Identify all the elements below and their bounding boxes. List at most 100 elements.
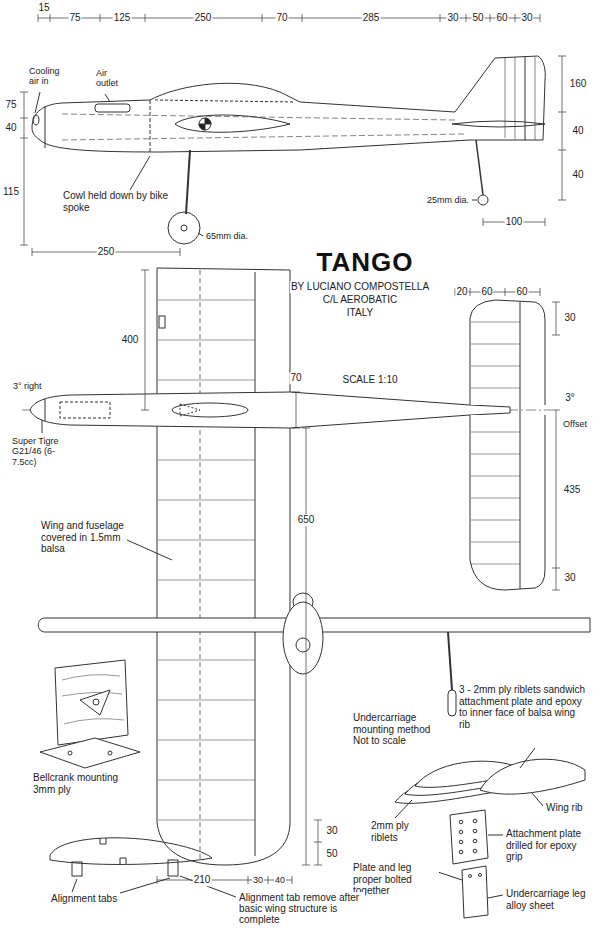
leader	[130, 156, 150, 190]
wheel-front	[448, 690, 456, 716]
dimension	[558, 56, 566, 200]
air-outlet	[95, 104, 130, 112]
fuselage-front	[283, 602, 323, 674]
dimension-tick	[145, 14, 146, 22]
attachment-plate	[450, 810, 488, 864]
dimension-tick	[552, 335, 560, 336]
plan-view	[22, 268, 552, 865]
note: Alignment tab remove after basic wing st…	[238, 892, 365, 925]
spar	[200, 270, 201, 862]
bellcrank-detail	[40, 660, 140, 768]
wing-rib-line	[158, 660, 255, 661]
leader	[520, 748, 535, 768]
wing-plan	[157, 268, 290, 865]
dimension-label: ITALY	[346, 307, 374, 319]
plate-hole	[459, 840, 463, 844]
stab-rib-line	[471, 476, 520, 477]
dimension-label: C/L AEROBATIC	[322, 294, 398, 306]
dimension-tick	[540, 288, 541, 296]
cg-mark	[199, 118, 211, 130]
dimension-tick	[32, 248, 33, 256]
dimension-line	[24, 92, 25, 245]
dimension-tick	[302, 14, 303, 22]
leader	[198, 233, 203, 236]
fuselage-plan	[30, 392, 510, 428]
stab-section	[452, 121, 545, 127]
ply-board	[55, 660, 128, 745]
dimension-tick	[20, 118, 28, 119]
dimension-label: 250	[194, 12, 213, 24]
plate-hole	[473, 819, 477, 823]
air-intake	[33, 115, 39, 125]
plate-hole	[473, 849, 477, 853]
flap-hinge	[255, 272, 256, 856]
note: Undercarriage mounting method Not to sca…	[352, 712, 446, 747]
note: Cowl held down by bike spoke	[62, 190, 174, 213]
rudder-hinge	[525, 57, 526, 140]
tailplane	[470, 300, 545, 590]
engine	[60, 402, 110, 418]
dimension-label: 100	[505, 216, 524, 228]
alignment-tab	[168, 860, 178, 876]
dimension-label: 60	[480, 286, 493, 298]
dimension-label: 115	[2, 186, 20, 198]
bolt	[479, 874, 482, 877]
dimension	[292, 392, 300, 428]
dimension-tick	[558, 112, 566, 113]
hole	[108, 751, 112, 755]
dimension-label: 65mm dia.	[205, 231, 249, 241]
fin-rib	[535, 57, 536, 140]
bolt	[469, 875, 472, 878]
dimension-tick	[470, 288, 471, 296]
leader	[105, 94, 110, 102]
dimension-tick	[50, 14, 51, 22]
dimension-tick	[141, 270, 149, 271]
leg-sheet	[462, 866, 488, 918]
leader	[127, 540, 172, 560]
dimension-tick	[180, 248, 181, 256]
wing-rib-line	[158, 740, 255, 741]
longeron	[62, 134, 465, 140]
dimension-tick	[302, 865, 310, 866]
stab-top	[470, 300, 545, 405]
dimension-label: 250	[97, 246, 116, 258]
plate-hole	[459, 830, 463, 834]
pivot	[93, 699, 99, 705]
dimension-label: 70	[289, 372, 302, 384]
wheel-hub	[181, 225, 187, 231]
wing-rib-line	[158, 700, 255, 701]
stab-rib-line	[471, 388, 520, 389]
leader	[488, 895, 503, 898]
dimension-line	[318, 820, 319, 865]
dimension-line	[145, 270, 146, 410]
dimension-tick	[483, 218, 484, 226]
dimension-label: 400	[121, 334, 140, 346]
stab-rib-line	[471, 542, 520, 543]
dimension-tick	[302, 428, 310, 429]
dimension-tick	[540, 14, 541, 22]
dimension-label: Wing rib	[545, 802, 584, 814]
rib	[50, 838, 212, 865]
plate-hole	[473, 829, 477, 833]
dimension-label: 30	[325, 825, 338, 837]
dimension-tick	[292, 392, 300, 393]
dimension-label: 40	[571, 169, 584, 181]
dimension-tick	[38, 14, 39, 22]
wing-rib-line	[158, 300, 255, 301]
stab-ribs	[471, 322, 520, 564]
dimension	[314, 820, 322, 865]
wing-rib	[480, 759, 585, 794]
dimension-label: 50	[325, 848, 338, 860]
fin-rib	[515, 57, 516, 139]
dimension-tick	[268, 876, 269, 884]
dimension-line	[157, 880, 292, 881]
note: 2mm ply riblets	[370, 820, 422, 843]
dimension-tick	[262, 14, 263, 22]
plate-hole	[459, 850, 463, 854]
dimension-label: 435	[563, 484, 582, 496]
dimension-tick	[490, 14, 491, 22]
dimension-label: SCALE 1:10	[341, 374, 398, 386]
dimension-label: 30	[520, 12, 533, 24]
note: Attachment plate drilled for epoxy grip	[505, 828, 587, 863]
wing-rib-line	[158, 580, 255, 581]
